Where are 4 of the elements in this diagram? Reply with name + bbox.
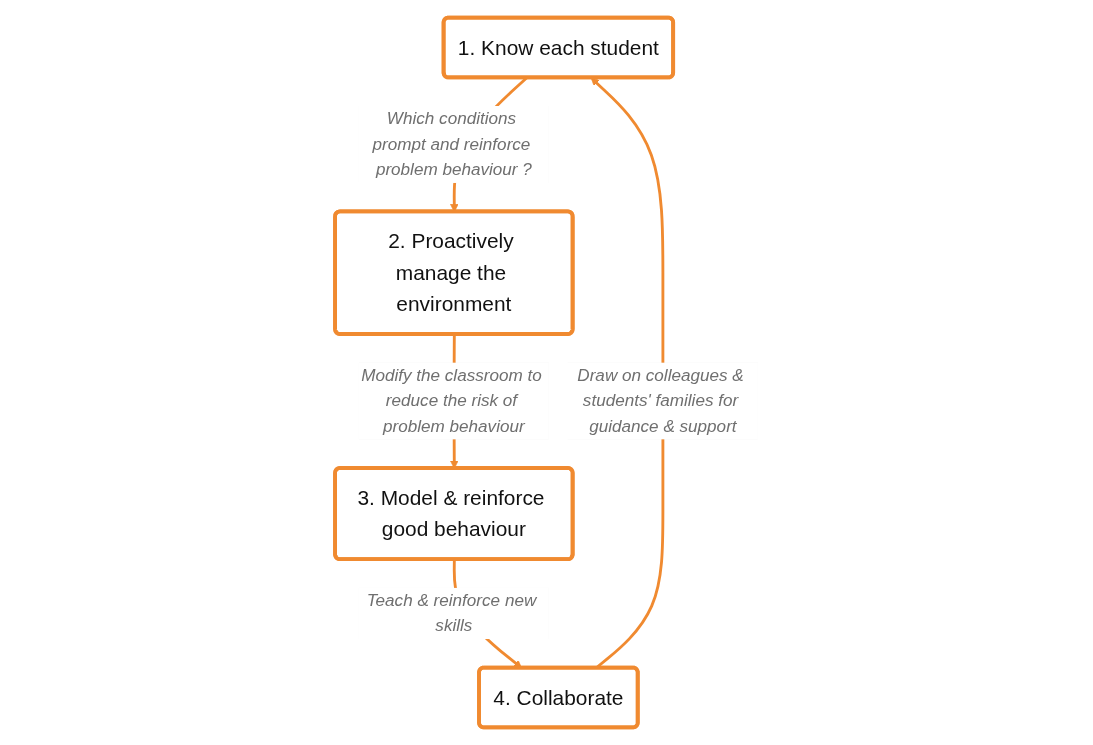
edge-label: Draw on colleagues & students' families for guidance & support (577, 365, 744, 436)
edge-label: Modify the classroom to reduce the risk of problem behaviour (361, 365, 542, 436)
edge-label: Teach & reinforce new skills (366, 590, 537, 636)
edge-label: Which conditions prompt and reinforce problem behaviour ? (372, 108, 532, 180)
